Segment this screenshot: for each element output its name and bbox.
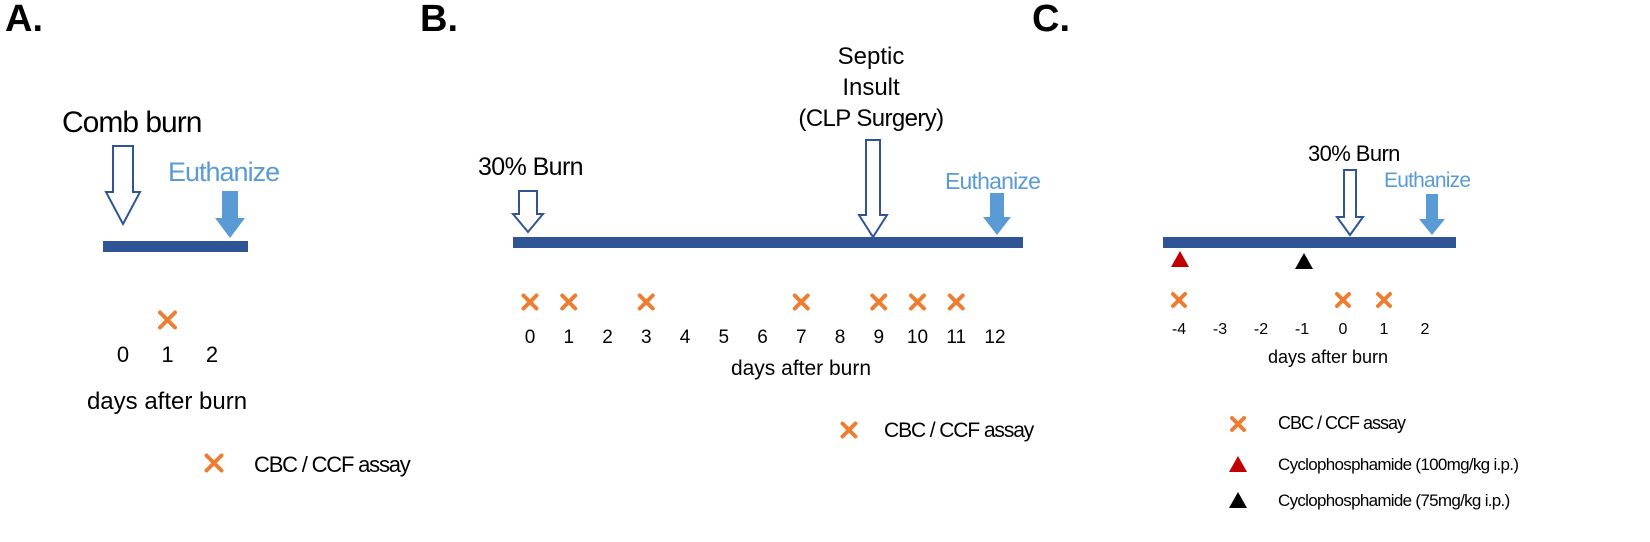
panel-c-letter: C. (1032, 0, 1070, 40)
panel-b-euthanize-arrow (983, 193, 1011, 235)
panel-c-timeline-bar (1163, 237, 1456, 248)
panel-a-start-label: Comb burn (62, 106, 202, 139)
panel-b-mid-label: Septic Insult (CLP Surgery) (798, 41, 944, 134)
panel-c-assay-mark (1171, 292, 1187, 308)
panel-b-legend-assay-label: CBC / CCF assay (884, 419, 1034, 442)
panel-a-euthanize-arrow (215, 191, 245, 238)
panel-a-letter: A. (5, 0, 43, 40)
panel-b-burn-arrow (510, 190, 546, 234)
panel-b-assay-mark (909, 293, 926, 311)
panel-a-day-label: 0 (116, 342, 130, 367)
panel-a-day-label: 2 (205, 342, 219, 367)
panel-b-mid-label-line1: Septic (837, 43, 905, 70)
panel-c-euthanize-arrow (1419, 194, 1445, 235)
panel-a-axis-label: days after burn (86, 388, 248, 415)
panel-c-cyclophosphamide-100-marker (1171, 251, 1189, 267)
panel-c-legend-assay-label: CBC / CCF assay (1278, 413, 1406, 433)
panel-c-burn-arrow (1335, 169, 1365, 237)
panel-b-day-label: 12 (984, 327, 1006, 348)
panel-c-cyclophosphamide-75-marker (1295, 253, 1313, 269)
panel-c-legend-cyclo-100-marker (1229, 456, 1247, 472)
panel-c-day-label: -3 (1212, 321, 1228, 338)
panel-b-assay-mark (521, 293, 539, 311)
panel-c-assay-mark (1335, 292, 1351, 308)
panel-a-day-label: 1 (161, 342, 174, 367)
panel-a-legend-assay-mark (204, 453, 224, 473)
panel-b-day-label: 0 (524, 327, 536, 348)
panel-c-day-label: -4 (1171, 321, 1187, 338)
panel-b-day-label: 8 (834, 327, 846, 348)
panel-c-legend-cyclo-75-label: Cyclophosphamide (75mg/kg i.p.) (1278, 491, 1510, 510)
panel-b-timeline-bar (513, 237, 1023, 248)
panel-a-legend-assay-label: CBC / CCF assay (254, 452, 411, 477)
panel-a-assay-mark (158, 310, 177, 330)
panel-b-legend-assay-mark (840, 421, 858, 439)
panel-b-day-label: 2 (602, 327, 613, 348)
panel-b-day-label: 1 (563, 327, 575, 348)
panel-b-day-label: 4 (679, 327, 691, 348)
panel-b-day-label: 3 (640, 327, 652, 348)
panel-b-day-label: 5 (718, 327, 730, 348)
panel-c-legend-cyclo-75-marker (1229, 492, 1247, 508)
panel-c-axis-label: days after burn (1267, 347, 1389, 367)
panel-c-start-label: 30% Burn (1308, 141, 1400, 166)
panel-b-mid-label-line2: Insult (842, 74, 900, 101)
panel-b-start-label: 30% Burn (478, 153, 584, 181)
panel-c-end-label: Euthanize (1384, 169, 1471, 192)
panel-a-end-label: Euthanize (168, 157, 280, 187)
panel-b-mid-label-line3: (CLP Surgery) (798, 105, 944, 132)
panel-c-legend-cyclo-100-label: Cyclophosphamide (100mg/kg i.p.) (1278, 455, 1519, 474)
panel-c-day-label: 0 (1338, 321, 1348, 338)
panel-b-day-label: 7 (795, 327, 807, 348)
panel-c-day-label: 1 (1379, 321, 1389, 338)
panel-b-assay-mark (947, 293, 965, 311)
panel-c-day-label: -1 (1294, 321, 1310, 338)
panel-b-assay-mark (792, 293, 810, 311)
panel-b-assay-mark (870, 293, 888, 311)
panel-b-septic-insult-arrow (857, 139, 889, 239)
panel-b-day-label: 9 (873, 327, 885, 348)
panel-b-end-label: Euthanize (945, 168, 1041, 194)
panel-c-assay-mark (1376, 292, 1392, 308)
panel-b-axis-label: days after burn (730, 357, 872, 380)
panel-b-day-label: 11 (946, 327, 967, 348)
panel-b-assay-mark (637, 293, 655, 311)
panel-c-day-label: -2 (1253, 321, 1269, 338)
panel-b-day-label: 6 (757, 327, 768, 348)
panel-b-assay-mark (560, 293, 578, 311)
panel-b-day-label: 10 (906, 327, 929, 348)
panel-a-comb-burn-arrow (104, 145, 142, 227)
panel-c-legend-assay-mark (1230, 416, 1246, 432)
panel-c-day-label: 2 (1420, 321, 1430, 338)
panel-b-letter: B. (420, 0, 458, 40)
panel-a-timeline-bar (103, 241, 248, 252)
